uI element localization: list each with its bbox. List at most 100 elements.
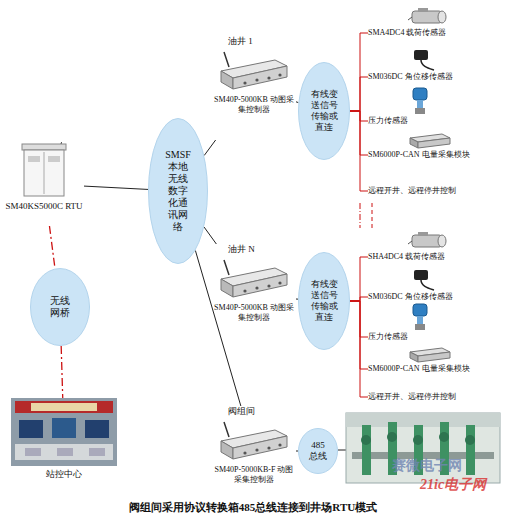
connector [195, 250, 240, 406]
node-content: 无线网桥 [30, 268, 90, 346]
station-icon-part-part [85, 420, 109, 438]
node-content: 油井 NSM40P-5000KB 动图采集控制器 [212, 244, 296, 348]
node-label: SM40P-5000KB-F 动图采集控制器 [212, 465, 296, 485]
node-content: 有线变送信号传输或直连 [298, 252, 350, 350]
connector [84, 186, 148, 189]
pressure-icon-part-part [413, 304, 427, 316]
controller-icon [217, 259, 291, 301]
node-heading: 阀组间 [228, 406, 255, 417]
bus-wire [338, 450, 346, 451]
connector [49, 226, 55, 269]
controller-icon-part-part [278, 281, 281, 284]
controller-icon-part-part [267, 76, 270, 79]
node-content: SM6000P-CAN 电量采集模块 [368, 132, 504, 172]
caption: 阀组间采用协议转换箱485总线连接到井场RTU模式 [0, 500, 506, 515]
controller-icon-part-part [267, 446, 270, 449]
power-icon-part [408, 132, 452, 150]
node-content: SM036DC 角位移传感器 [368, 268, 504, 308]
angle-icon [408, 48, 438, 72]
node-label: SM6000P-CAN 电量采集模块 [368, 150, 470, 160]
load-icon-part-part [418, 232, 428, 236]
node-label: SM40P-5000KB 动图采集控制器 [212, 95, 296, 115]
node-label: 远程开井、远程停井控制 [368, 186, 456, 196]
node-label: 压力传感器 [368, 332, 408, 342]
ellipse-label: 有线变送信号传输或直连 [309, 279, 339, 323]
bridge-ellipse: 无线网桥 [30, 268, 90, 346]
controller-icon-part-part [221, 279, 233, 297]
angle-icon-part-part [421, 280, 434, 290]
node-heading: 油井 1 [228, 36, 253, 47]
cabinet-icon-part-part [44, 152, 45, 194]
connector [350, 301, 368, 397]
load-icon [408, 6, 450, 28]
station-icon-part-part [25, 448, 41, 456]
angle-icon-part [408, 268, 438, 292]
load-icon-part-part [438, 235, 446, 247]
node-heading: 油井 N [228, 244, 255, 255]
valve-wheel [387, 432, 397, 442]
node-content: 油井 1 SM40P-5000KB 动图采集控制器 [212, 36, 296, 140]
pressure-icon-part-part [413, 88, 427, 100]
pressure-icon [408, 302, 432, 332]
angle-icon-part-part [421, 60, 434, 70]
cabinet-icon [21, 142, 67, 198]
connector [350, 111, 368, 121]
controller-icon-part-part [243, 81, 246, 84]
connector [296, 299, 298, 300]
sensor-node: 压力传感器 [368, 302, 504, 342]
connector [296, 101, 298, 103]
connector [350, 301, 368, 369]
node-content: 站控中心 [8, 398, 120, 482]
station-icon [11, 398, 117, 466]
node-content: SM6000P-CAN 电量采集模块 [368, 346, 504, 386]
controller-icon-part-part [278, 73, 281, 76]
continuation-dash [360, 203, 361, 228]
station-icon-part-part [19, 420, 43, 438]
node-content: 有线变送信号传输或直连 [298, 62, 350, 160]
connector [296, 451, 298, 452]
angle-icon-part-part [414, 270, 428, 280]
ellipse-label: SMSF 本地无线数字化通讯网络 [164, 149, 192, 233]
node-content: 485 总线 [298, 428, 338, 474]
cabinet-icon-part-part [28, 156, 40, 162]
controller-icon-part-part [255, 78, 258, 81]
node-content: 远程开井、远程停井控制 [368, 392, 504, 406]
signal-ellipse: 有线变送信号传输或直连 [298, 62, 350, 160]
load-icon-part-part [408, 17, 412, 20]
control-node: 远程开井、远程停井控制 [368, 186, 504, 200]
angle-icon-part [408, 48, 438, 72]
network-ellipse: SMSF 本地无线数字化通讯网络 [148, 118, 208, 264]
node-content: 压力传感器 [368, 86, 504, 126]
node-content: 压力传感器 [368, 302, 504, 342]
controller-icon-part [217, 259, 291, 301]
controller-icon-part-part [224, 52, 229, 67]
sensor-node: SMA4DC4 载荷传感器 [368, 6, 504, 46]
pressure-icon-part-part [417, 100, 423, 108]
connector [204, 227, 216, 244]
controller-icon-part-part [233, 66, 287, 89]
station-icon-part-part [52, 418, 76, 438]
ellipse-fill [149, 119, 208, 264]
station-icon-part-part [15, 444, 113, 460]
controller-icon-part-part [278, 443, 281, 446]
cabinet-icon-part-part [22, 144, 66, 150]
signal-ellipse: 有线变送信号传输或直连 [298, 252, 350, 350]
controller-icon-part-part [255, 448, 258, 451]
node-label: 压力传感器 [368, 116, 408, 126]
control-node: 远程开井、远程停井控制 [368, 392, 504, 406]
load-icon-part [408, 230, 450, 252]
controller-icon-part-part [267, 284, 270, 287]
valve-wheel [413, 435, 423, 445]
power-icon-part-part [410, 352, 418, 362]
connector [350, 111, 368, 191]
ellipse-fill [299, 253, 350, 350]
load-icon [408, 230, 450, 252]
node-content: 阀组间 SM40P-5000KB-F 动图采集控制器 [212, 406, 296, 496]
power-icon-part [408, 346, 452, 364]
connector [350, 111, 368, 155]
valve-pipe [466, 425, 475, 475]
power-icon-part-part [418, 138, 450, 148]
node-content: SHA4DC4 载荷传感器 [368, 230, 504, 270]
station-icon-part-part [11, 398, 117, 466]
pressure-icon-part [408, 86, 432, 116]
